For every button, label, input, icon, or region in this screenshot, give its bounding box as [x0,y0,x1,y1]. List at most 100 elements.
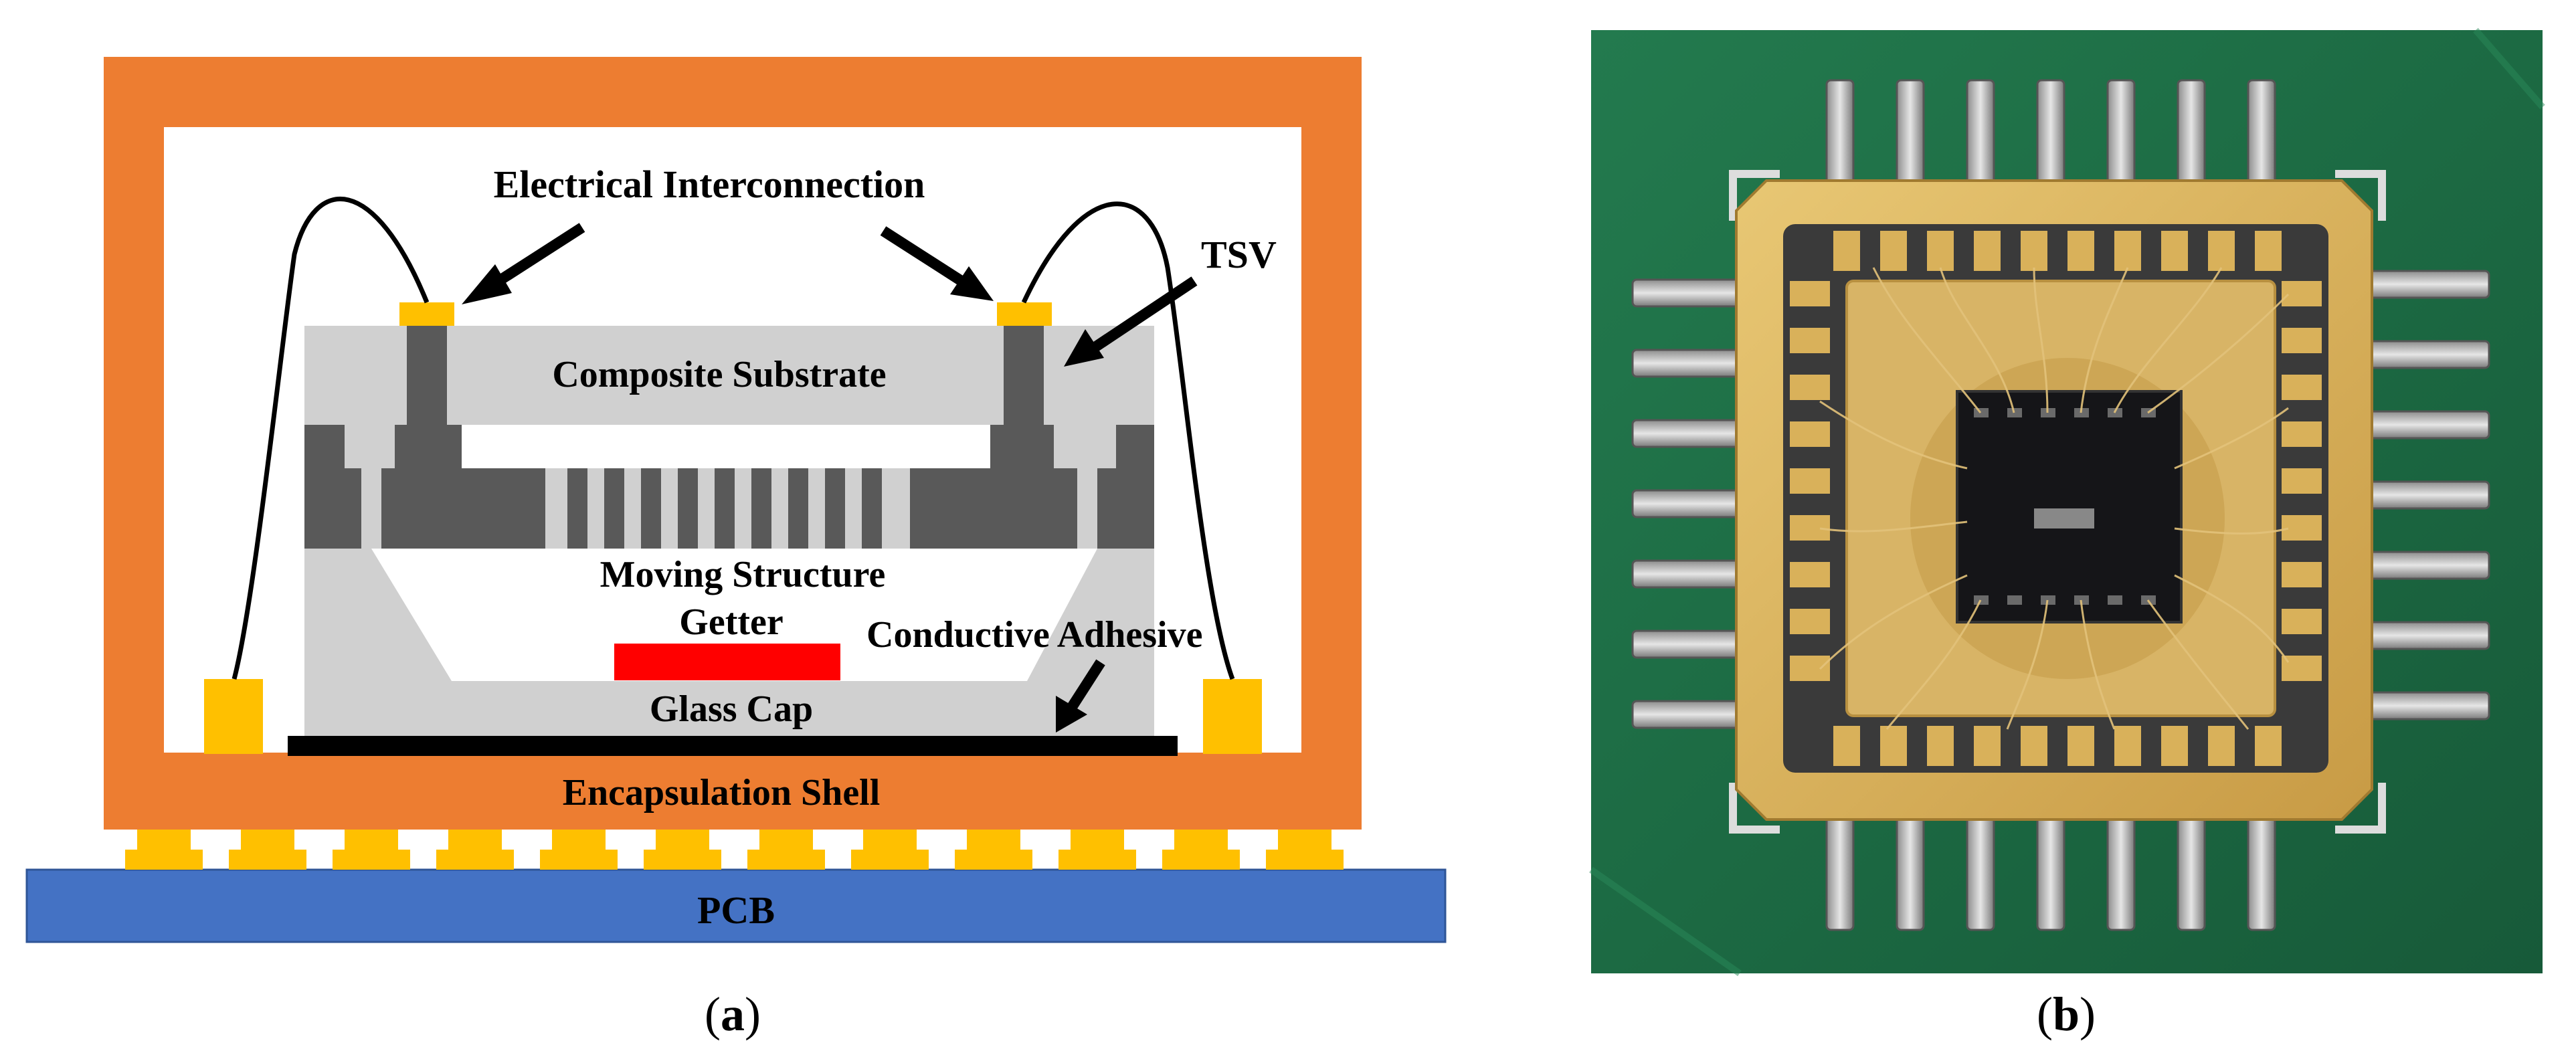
pin [2361,410,2490,440]
anchor-right-bar [1116,425,1154,468]
comb-finger [567,468,587,549]
solder-pad [851,830,929,870]
conductive-adhesive-label: Conductive Adhesive [866,614,1203,656]
bond-finger [2021,726,2047,766]
bond-finger [1790,515,1830,541]
bond-finger [2255,726,2282,766]
tsv-contact-pad-left [399,302,454,326]
pin [2361,340,2490,369]
tsv-label: TSV [1201,233,1277,276]
die-pad [2007,595,2022,605]
solder-pad [644,830,721,870]
electrical-interconnection-label: Electrical Interconnection [494,163,925,206]
comb-finger [678,468,698,549]
arrow-tsv [1091,276,1198,353]
panel-b-package-photo: (b) [1589,27,2545,1041]
pin [2361,480,2490,510]
arrowhead [462,264,512,304]
panel-a-caption: (a) [705,987,761,1041]
tsv-contact-pad-right [997,302,1052,326]
pin [2106,801,2136,931]
solder-pads [125,830,1344,870]
pins-bottom [1825,801,2276,931]
getter-label: Getter [679,601,783,643]
bond-finger [2161,726,2188,766]
callout-arrows [462,223,1198,733]
comb-finger [751,468,771,549]
solder-pad [125,830,203,870]
arrowhead [1056,696,1087,733]
die-pad [1974,595,1989,605]
bond-finger [2208,726,2235,766]
comb-finger [641,468,661,549]
die-center-structure [2034,508,2094,528]
bond-finger [1790,609,1830,634]
anchor-left-bar [304,425,345,468]
bond-finger [2114,231,2141,271]
device-layer-dark [304,326,1154,549]
getter-block [614,644,840,680]
die-pad [2007,408,2022,417]
comb-finger [788,468,808,549]
arrow-interconnection-left [485,223,585,292]
bond-finger [2282,609,2322,634]
solder-pad [333,830,410,870]
solder-pad [540,830,618,870]
bond-pad-right [1203,679,1262,754]
solder-pad [747,830,825,870]
bond-finger [2282,421,2322,447]
panel-a-cross-section-diagram: PCB Encapsulation Shell Composite Substr… [25,57,1447,1041]
solder-pad [1162,830,1240,870]
pin [2361,270,2490,299]
pcb-label: PCB [697,888,775,932]
bond-finger [1880,231,1907,271]
glass-cap-label: Glass Cap [650,688,813,730]
bond-finger [2208,231,2235,271]
bond-finger [2282,375,2322,400]
bond-finger [1790,421,1830,447]
encapsulation-shell-label: Encapsulation Shell [563,772,881,813]
solder-pad [1059,830,1136,870]
pins-left [1631,278,1761,729]
panel-b-caption-letter: b [2053,987,2080,1041]
bond-finger [2021,231,2047,271]
mems-die [1956,390,2183,623]
board-trace [2473,27,2545,110]
solder-pad [436,830,514,870]
bond-finger [1790,562,1830,587]
glass-cap-cavity [371,549,1097,681]
pin [2361,621,2490,650]
board-trace [1589,866,1742,977]
upper-cavity [462,425,1004,468]
bond-finger [1790,468,1830,494]
pcb-board [25,868,1447,943]
bond-finger [2282,281,2322,306]
bond-finger [1974,726,2001,766]
pin [2361,551,2490,580]
conductive-adhesive-layer [288,736,1178,756]
composite-substrate-label: Composite Substrate [552,354,886,395]
bond-finger [1927,726,1954,766]
pin [2177,801,2206,931]
bond-finger [2282,468,2322,494]
bond-finger [1833,231,1860,271]
anchor-left-outer [304,468,361,549]
pin [1825,801,1855,931]
bond-finger [2282,328,2322,353]
comb-finger [862,468,882,549]
bond-finger [2161,231,2188,271]
arrow-interconnection-right [880,226,967,287]
pin [1896,801,1925,931]
die-pad [1974,408,1989,417]
arrowhead [950,266,994,301]
bond-finger [1790,281,1830,306]
bond-finger [1833,726,1860,766]
gold-bond-wires [1819,267,2290,730]
comb-finger [604,468,624,549]
comb-finger [715,468,735,549]
bond-finger [2067,231,2094,271]
panel-b-caption: (b) [2037,987,2096,1041]
pin [2247,801,2276,931]
tsv-left [381,326,545,549]
